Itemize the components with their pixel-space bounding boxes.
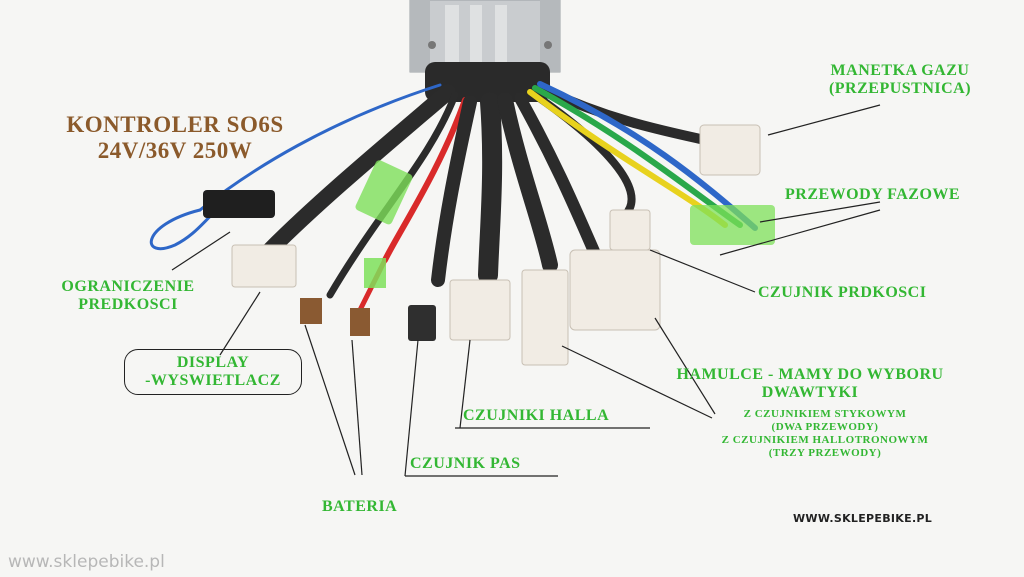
connectors bbox=[203, 124, 775, 366]
label-speed-limit-line-2: PREDKOSCI bbox=[78, 296, 178, 313]
label-display: DISPLAY -WYSWIETLACZ bbox=[124, 349, 302, 395]
label-brakes-option-2: Z CZUJNIKIEM HALLOTRONOWYM bbox=[721, 434, 929, 446]
label-brakes-option-1-detail: (DWA PRZEWODY) bbox=[771, 421, 879, 433]
label-throttle: MANETKA GAZU (PRZEPUSTNICA) bbox=[790, 62, 1010, 98]
watermark-lower: www.sklepebike.pl bbox=[8, 552, 165, 572]
label-speed-limit-line-1: OGRANICZENIE bbox=[61, 278, 195, 295]
label-throttle-line-1: MANETKA GAZU bbox=[830, 62, 970, 79]
label-pas-sensor: CZUJNIK PAS bbox=[410, 455, 521, 472]
title-line-1: KONTROLER SO6S bbox=[66, 112, 284, 137]
label-phase-wires: PRZEWODY FAZOWE bbox=[785, 186, 961, 203]
label-brakes-line-1: HAMULCE - MAMY DO WYBORU bbox=[676, 366, 944, 383]
controller-box bbox=[409, 0, 561, 102]
title-line-2: 24V/36V 250W bbox=[97, 138, 253, 163]
label-brakes-option-2-detail: (TRZY PRZEWODY) bbox=[768, 447, 882, 459]
label-throttle-line-2: (PRZEPUSTNICA) bbox=[828, 80, 972, 97]
label-speed-sensor: CZUJNIK PRDKOSCI bbox=[758, 284, 927, 301]
label-battery: BATERIA bbox=[322, 498, 398, 515]
label-brakes-options: Z CZUJNIKIEM STYKOWYM (DWA PRZEWODY) Z C… bbox=[690, 408, 960, 460]
label-hall-sensors: CZUJNIKI HALLA bbox=[463, 407, 610, 424]
label-display-line-1: DISPLAY bbox=[176, 354, 250, 371]
pointer-lines bbox=[171, 104, 881, 477]
controller-title: KONTROLER SO6S 24V/36V 250W bbox=[55, 112, 295, 164]
label-brakes-line-2: DWAWTYKI bbox=[761, 384, 859, 401]
label-display-line-2: -WYSWIETLACZ bbox=[145, 372, 281, 389]
label-speed-limit: OGRANICZENIE PREDKOSCI bbox=[38, 278, 218, 314]
label-brakes-option-1: Z CZUJNIKIEM STYKOWYM bbox=[743, 408, 907, 420]
watermark-upper: WWW.SKLEPEBIKE.PL bbox=[793, 512, 933, 525]
label-brakes: HAMULCE - MAMY DO WYBORU DWAWTYKI bbox=[640, 366, 980, 402]
